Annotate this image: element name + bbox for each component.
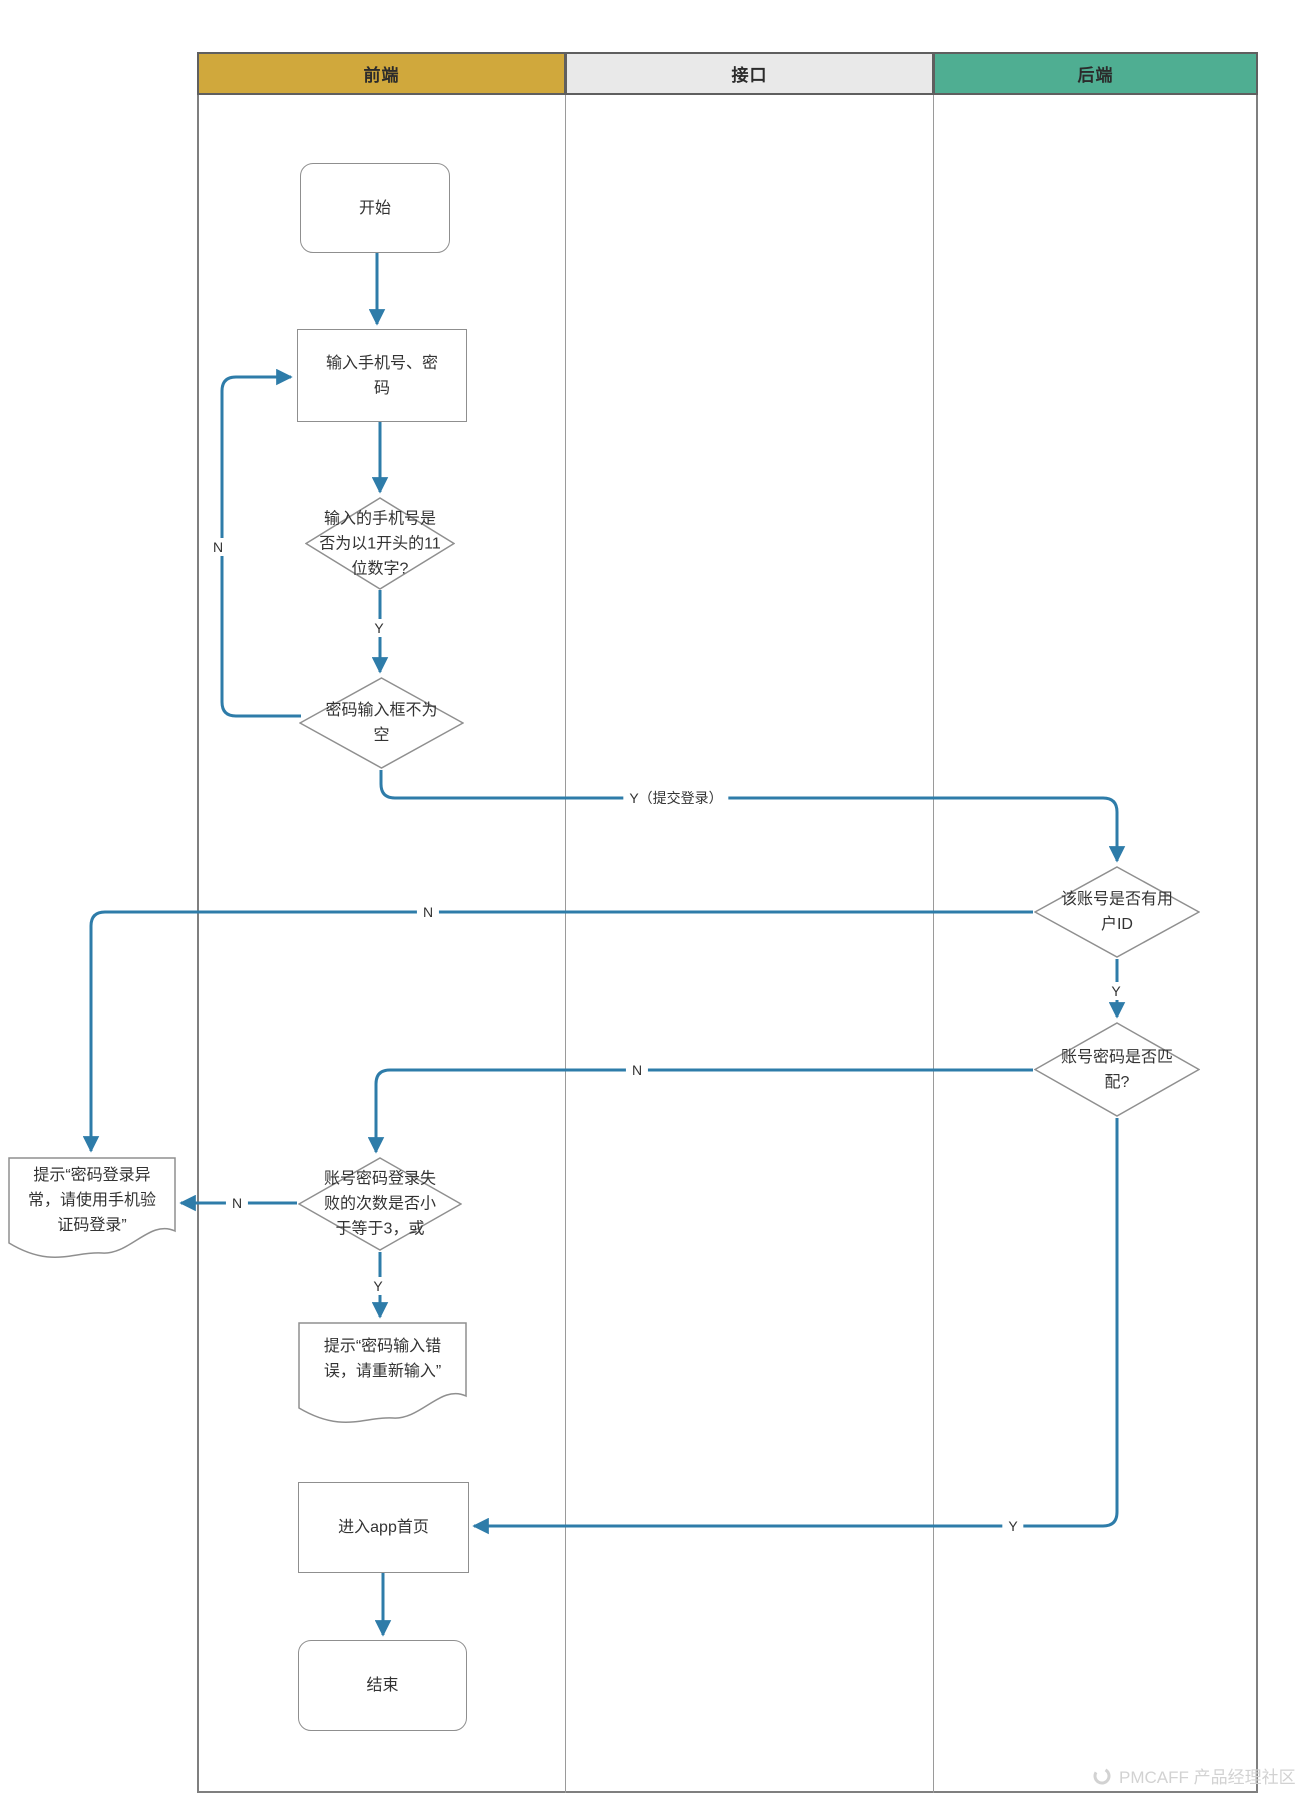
label-match-n: N — [625, 1061, 649, 1079]
node-start-label: 开始 — [358, 199, 391, 217]
diamond-shape — [305, 497, 455, 590]
node-check-phone-diamond: 输入的手机号是否为以1开头的11位数字? — [305, 497, 455, 590]
node-tip-abnormal-doc: 提示“密码登录异常，请使用手机验证码登录” — [8, 1157, 176, 1269]
node-fail-count-label: 账号密码登录失败的次数是否小于等于3，或 — [323, 1170, 436, 1238]
label-submit-login-y: Y（提交登录） — [623, 787, 729, 809]
label-fail-count-n: N — [225, 1194, 249, 1212]
node-tip-wrong-doc: 提示“密码输入错误，请重新输入” — [298, 1322, 467, 1434]
node-enter-home-label: 进入app首页 — [338, 1519, 429, 1536]
label-check-phone-y: Y — [368, 619, 390, 637]
node-input-phone: 输入手机号、密码 — [297, 329, 467, 422]
diamond-shape — [299, 677, 464, 769]
node-match-diamond: 账号密码是否匹配? — [1034, 1022, 1200, 1117]
edge-match-y-to-home — [472, 1118, 1119, 1535]
lane-header-backend: 后端 — [933, 52, 1258, 95]
node-check-empty-label: 密码输入框不为空 — [325, 702, 438, 744]
label-fail-count-y: Y — [367, 1277, 389, 1295]
node-end-label: 结束 — [366, 1677, 399, 1694]
lane-header-frontend: 前端 — [197, 52, 566, 95]
watermark: PMCAFF 产品经理社区 — [1092, 1763, 1296, 1788]
document-shape — [8, 1157, 176, 1258]
node-userid-label: 该账号是否有用户ID — [1060, 891, 1173, 933]
node-tip-abnormal-label: 提示“密码登录异常，请使用手机验证码登录” — [27, 1167, 156, 1234]
node-fail-count-diamond: 账号密码登录失败的次数是否小于等于3，或 — [298, 1157, 462, 1251]
edge-match-n-to-fail-count — [367, 1068, 1033, 1154]
node-userid-diamond: 该账号是否有用户ID — [1034, 866, 1200, 958]
diamond-shape — [298, 1157, 462, 1251]
diamond-shape — [1034, 1022, 1200, 1117]
node-match-label: 账号密码是否匹配? — [1060, 1048, 1173, 1091]
lane-header-api-label: 接口 — [731, 66, 768, 85]
document-shape — [298, 1322, 467, 1423]
watermark-text: PMCAFF 产品经理社区 — [1119, 1768, 1296, 1787]
lane-divider-frontend-api — [565, 95, 566, 1793]
lane-header-frontend-label: 前端 — [363, 66, 400, 85]
edge-submit-login — [379, 770, 1126, 863]
node-check-phone-label: 输入的手机号是否为以1开头的11位数字? — [319, 510, 441, 577]
node-start: 开始 — [300, 163, 450, 253]
label-userid-n: N — [416, 903, 440, 921]
node-input-phone-label: 输入手机号、密码 — [325, 354, 438, 397]
edge-userid-n-to-tip-abnormal — [82, 910, 1033, 1153]
label-match-y: Y — [1002, 1517, 1024, 1535]
lane-header-api: 接口 — [565, 52, 934, 95]
node-enter-home: 进入app首页 — [298, 1482, 469, 1573]
label-userid-y: Y — [1105, 982, 1127, 1000]
node-check-empty-diamond: 密码输入框不为空 — [299, 677, 464, 769]
pmcaff-logo-icon — [1093, 1767, 1111, 1784]
edge-check-empty-n-loop — [220, 368, 301, 718]
label-check-empty-n: N — [206, 538, 230, 556]
diamond-shape — [1034, 866, 1200, 958]
node-tip-wrong-label: 提示“密码输入错误，请重新输入” — [323, 1338, 442, 1380]
node-end: 结束 — [298, 1640, 467, 1731]
lane-header-backend-label: 后端 — [1077, 66, 1114, 85]
lane-divider-api-backend — [933, 95, 934, 1793]
